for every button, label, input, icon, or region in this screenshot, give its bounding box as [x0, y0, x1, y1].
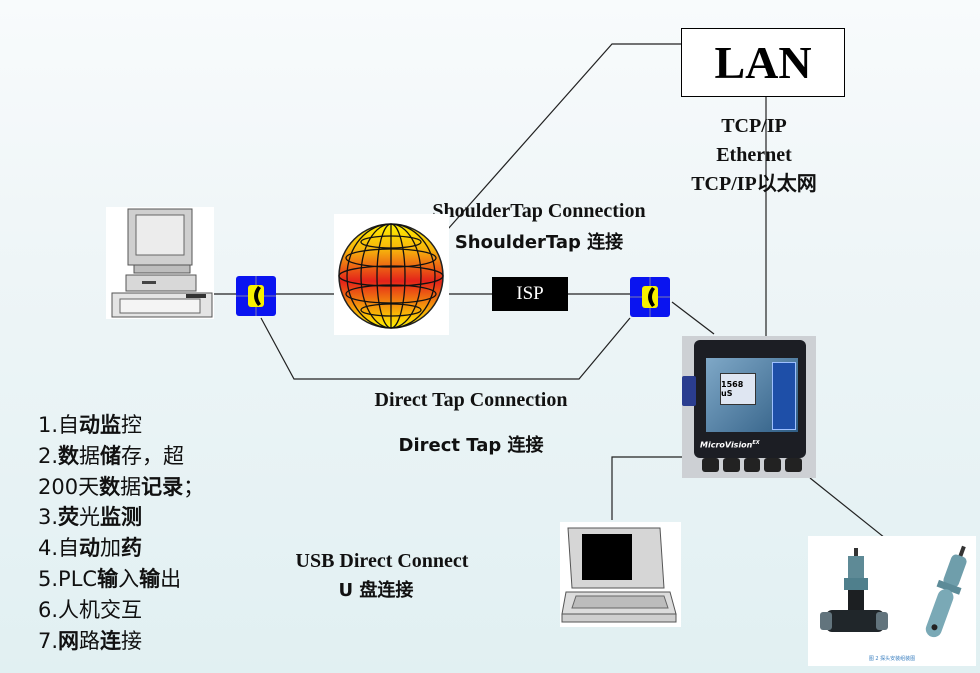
controller-device-image: 1568 uS MicroVisionEX [682, 336, 816, 478]
feature-item: 7.网路连接 [38, 626, 204, 657]
direct-tap-line [260, 317, 631, 380]
controller-display: 1568 uS [720, 373, 756, 405]
telephone-modem-icon-left [236, 276, 276, 316]
controller-laptop-line [611, 456, 682, 520]
feature-text-segment: 200天 [38, 474, 100, 499]
feature-text-segment: 输 [97, 566, 119, 591]
feature-text-segment: 据 [120, 474, 142, 499]
feature-text-segment: 监测 [100, 505, 143, 530]
feature-item: 3.荧光监测 [38, 502, 204, 533]
feature-text-segment: 路 [79, 628, 101, 653]
feature-text-segment: 4.自 [38, 536, 80, 561]
direct-tap-title-cn: Direct Tap 连接 [398, 435, 544, 456]
isp-box: ISP [492, 277, 568, 311]
feature-text-segment: 据 [79, 443, 101, 468]
controller-led-panel [772, 362, 796, 430]
feature-text-segment: 数 [99, 474, 121, 499]
feature-text-segment: 接 [121, 628, 143, 653]
usb-title-en: USB Direct Connect [295, 550, 469, 572]
telephone-modem-icon-right [630, 277, 670, 317]
feature-text-segment: 控 [121, 413, 143, 437]
feature-text-segment: 动 [79, 536, 101, 561]
controller-side-bracket [682, 376, 696, 406]
sensor-probe-image: 图 2 探头安装组装图 [808, 536, 976, 666]
phone-controller-line [671, 301, 715, 335]
feature-item: 4.自动加药 [38, 533, 204, 564]
feature-text-segment: 1.自 [38, 413, 80, 437]
feature-item: 1.自动监控 [38, 410, 204, 441]
feature-text-segment: 存，超 [121, 443, 185, 468]
feature-text-segment: 药 [121, 536, 143, 561]
shouldertap-title-en: ShoulderTap Connection [432, 200, 646, 222]
feature-text-segment: 记录 [141, 474, 184, 499]
desktop-computer-icon [106, 207, 214, 319]
feature-text-segment: 加 [100, 536, 122, 561]
feature-item: 6.人机交互 [38, 595, 204, 626]
shouldertap-lan-line [439, 43, 681, 239]
protocol-line-cn: TCP/IP以太网 [691, 173, 817, 195]
feature-text-segment: 光 [79, 505, 101, 530]
feature-text-segment: 输 [139, 566, 161, 591]
protocol-line-ethernet: Ethernet [716, 144, 792, 166]
internet-globe-icon [334, 214, 449, 335]
direct-tap-title-en: Direct Tap Connection [374, 389, 568, 411]
feature-item: 200天数据记录； [38, 472, 204, 503]
feature-text-segment: 出 [160, 566, 182, 591]
feature-text-segment: 2. [38, 443, 59, 468]
feature-text-segment: ； [183, 474, 205, 499]
feature-text-segment: 3. [38, 505, 59, 530]
feature-text-segment: 入 [118, 566, 140, 591]
feature-text-segment: 储 [100, 443, 122, 468]
lan-label: LAN [714, 37, 812, 88]
shouldertap-title-cn: ShoulderTap 连接 [454, 232, 624, 253]
probe-caption: 图 2 探头安装组装图 [869, 655, 915, 662]
isp-label: ISP [516, 283, 544, 304]
controller-brand-suffix: EX [752, 440, 760, 446]
feature-text-segment: 数 [58, 443, 80, 468]
lan-box: LAN [681, 28, 845, 97]
lan-protocol-label: TCP/IP Ethernet TCP/IP以太网 [666, 112, 842, 199]
controller-cable-glands [702, 458, 802, 472]
laptop-computer-icon [560, 522, 681, 627]
feature-text-segment: 连 [100, 628, 122, 653]
feature-item: 2.数据储存，超 [38, 441, 204, 472]
protocol-line-tcpip: TCP/IP [721, 115, 787, 137]
controller-brand: MicroVisionEX [700, 440, 760, 450]
controller-brand-name: MicroVision [700, 440, 753, 450]
feature-text-segment: 5.PLC [38, 566, 98, 591]
feature-text-segment: 6.人机交互 [38, 597, 143, 622]
controller-display-value: 1568 uS [721, 380, 744, 398]
feature-text-segment: 7. [38, 628, 59, 653]
feature-text-segment: 动监 [79, 413, 122, 437]
feature-text-segment: 网 [58, 628, 80, 653]
usb-title-cn: U 盘连接 [338, 580, 414, 601]
feature-item: 5.PLC输入输出 [38, 564, 204, 595]
feature-text-segment: 荧 [58, 505, 80, 530]
